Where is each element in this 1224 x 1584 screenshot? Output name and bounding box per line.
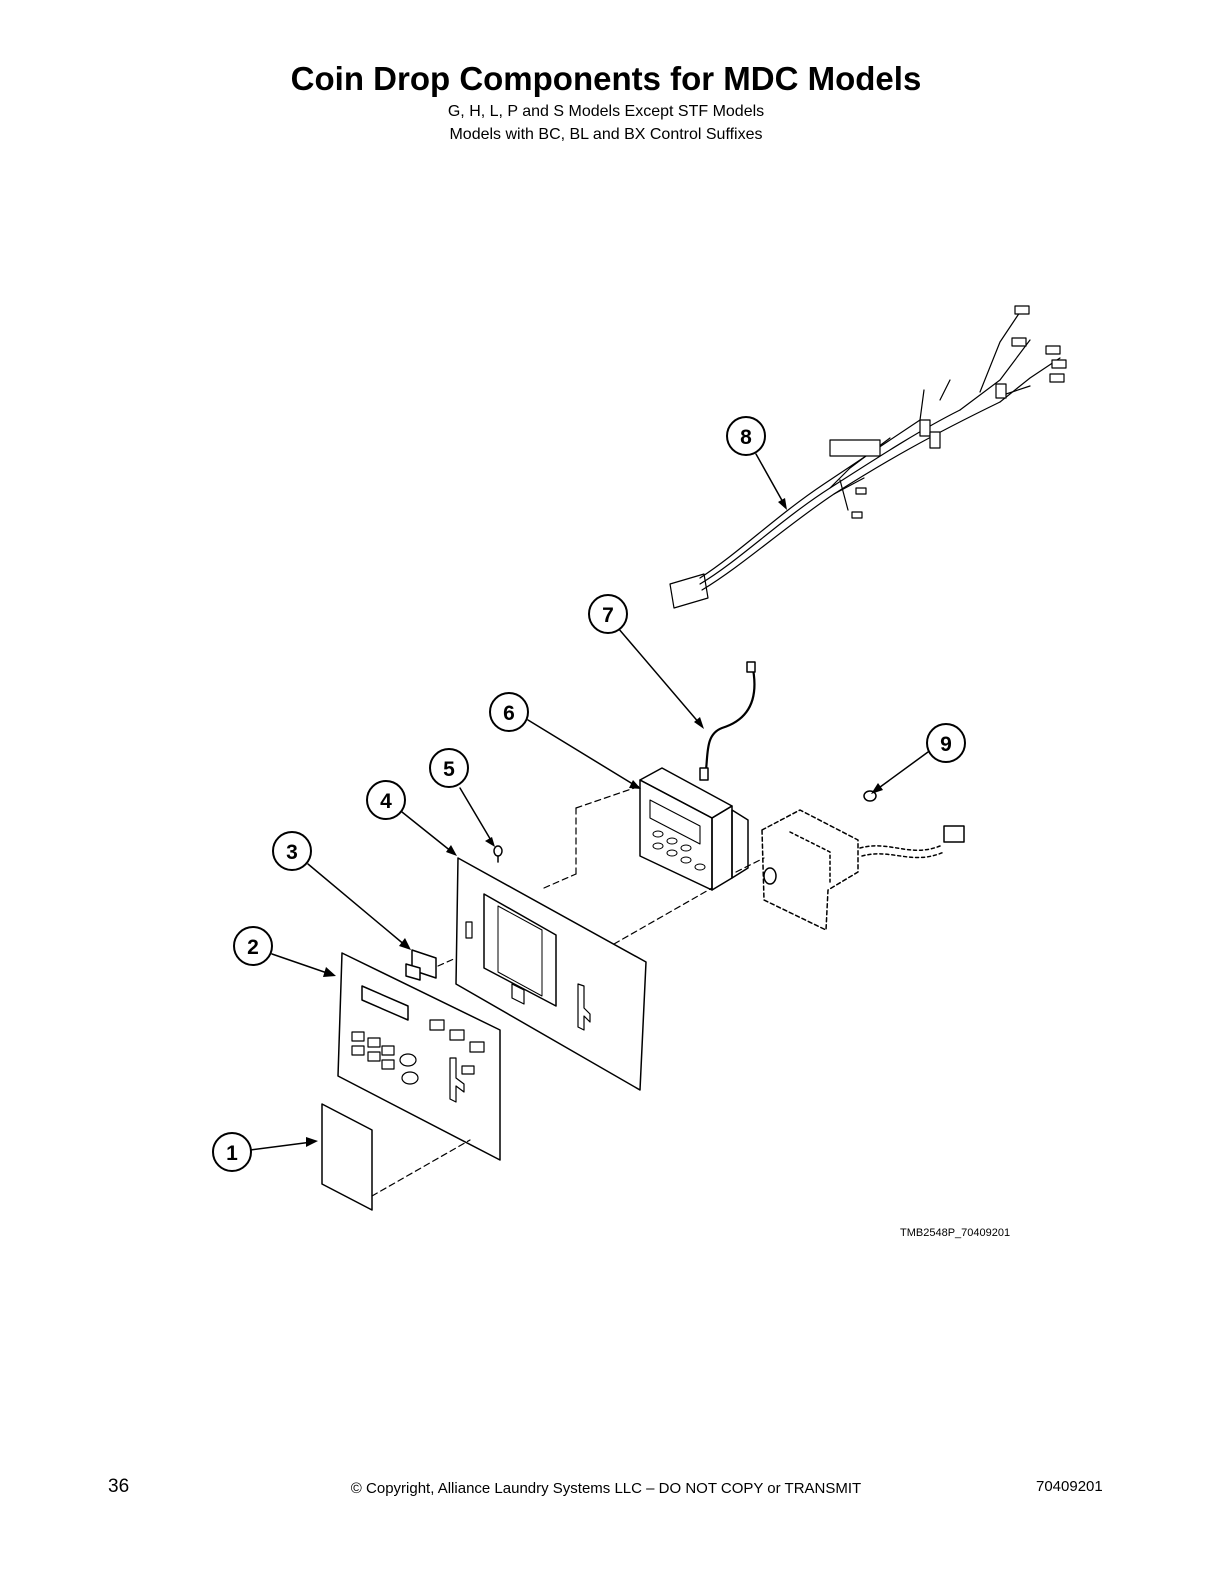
figure-code: TMB2548P_70409201 <box>900 1227 1011 1239</box>
callout-3-label: 3 <box>286 841 298 864</box>
part-1-label-card <box>321 1103 373 1211</box>
callout-8-label: 8 <box>740 426 752 449</box>
callout-8: 8 <box>726 416 766 456</box>
subtitle-line-2: Models with BC, BL and BX Control Suffix… <box>449 126 763 143</box>
subtitle-line-1: G, H, L, P and S Models Except STF Model… <box>447 103 765 120</box>
part-9-bracket-assembly <box>761 790 965 931</box>
part-3-switch <box>405 949 437 981</box>
callout-6-label: 6 <box>503 702 515 725</box>
callout-7: 7 <box>588 594 628 634</box>
footer-page-number: 36 <box>108 1476 130 1497</box>
leader-arrows <box>249 453 929 1151</box>
callout-2: 2 <box>233 926 273 966</box>
callout-4: 4 <box>366 780 406 820</box>
callout-1-label: 1 <box>226 1142 238 1165</box>
page-title: Coin Drop Components for MDC Models <box>290 60 922 97</box>
callout-6: 6 <box>489 692 529 732</box>
callout-4-label: 4 <box>380 790 392 813</box>
part-6-control-module <box>639 767 749 891</box>
callout-3: 3 <box>272 831 312 871</box>
arrowheads <box>306 498 883 1147</box>
part-2-keypad-overlay <box>337 952 501 1161</box>
callout-5: 5 <box>429 748 469 788</box>
footer-doc-number: 70409201 <box>1036 1478 1103 1495</box>
callout-2-label: 2 <box>247 936 259 959</box>
callouts: 1 2 3 4 5 6 7 8 <box>212 416 966 1172</box>
alignment-lines <box>371 785 765 1197</box>
callout-5-label: 5 <box>443 758 455 781</box>
callout-9-label: 9 <box>940 733 952 756</box>
part-8-wire-harness <box>669 305 1067 609</box>
callout-9: 9 <box>926 723 966 763</box>
part-5-screw <box>493 845 503 863</box>
footer-copyright: © Copyright, Alliance Laundry Systems LL… <box>350 1480 862 1497</box>
part-7-cable <box>699 661 756 781</box>
callout-1: 1 <box>212 1132 252 1172</box>
part-4-mounting-plate <box>455 857 647 1091</box>
callout-7-label: 7 <box>602 604 614 627</box>
